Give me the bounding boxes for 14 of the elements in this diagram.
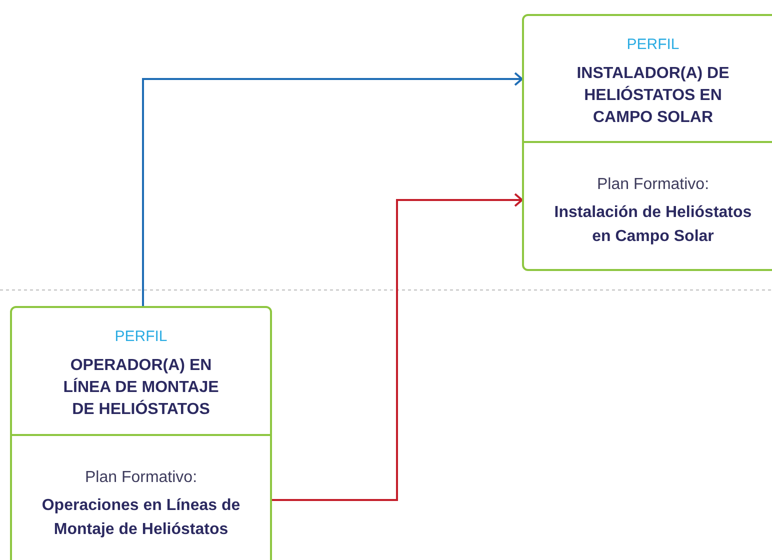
profile-title: INSTALADOR(A) DE HELIÓSTATOS EN CAMPO SOLAR [576, 64, 730, 128]
category-label: PERFIL [114, 327, 168, 347]
plan-title: Instalación de Helióstatos en Campo Solar [553, 203, 753, 247]
profile-box [522, 14, 772, 143]
training-plan-box [522, 143, 772, 271]
plan-label: Plan Formativo: [596, 175, 710, 195]
arrow [142, 72, 523, 306]
plan-title: Operaciones en Líneas de Montaje de Helióstatos [40, 496, 242, 540]
plan-label: Plan Formativo: [84, 468, 198, 488]
category-label: PERFIL [626, 35, 680, 55]
profile-box [10, 306, 272, 436]
arrow [272, 193, 523, 501]
profile-title: OPERADOR(A) EN LÍNEA DE MONTAJE DE HELIÓSTATOS [62, 356, 220, 420]
training-plan-box [10, 436, 272, 560]
